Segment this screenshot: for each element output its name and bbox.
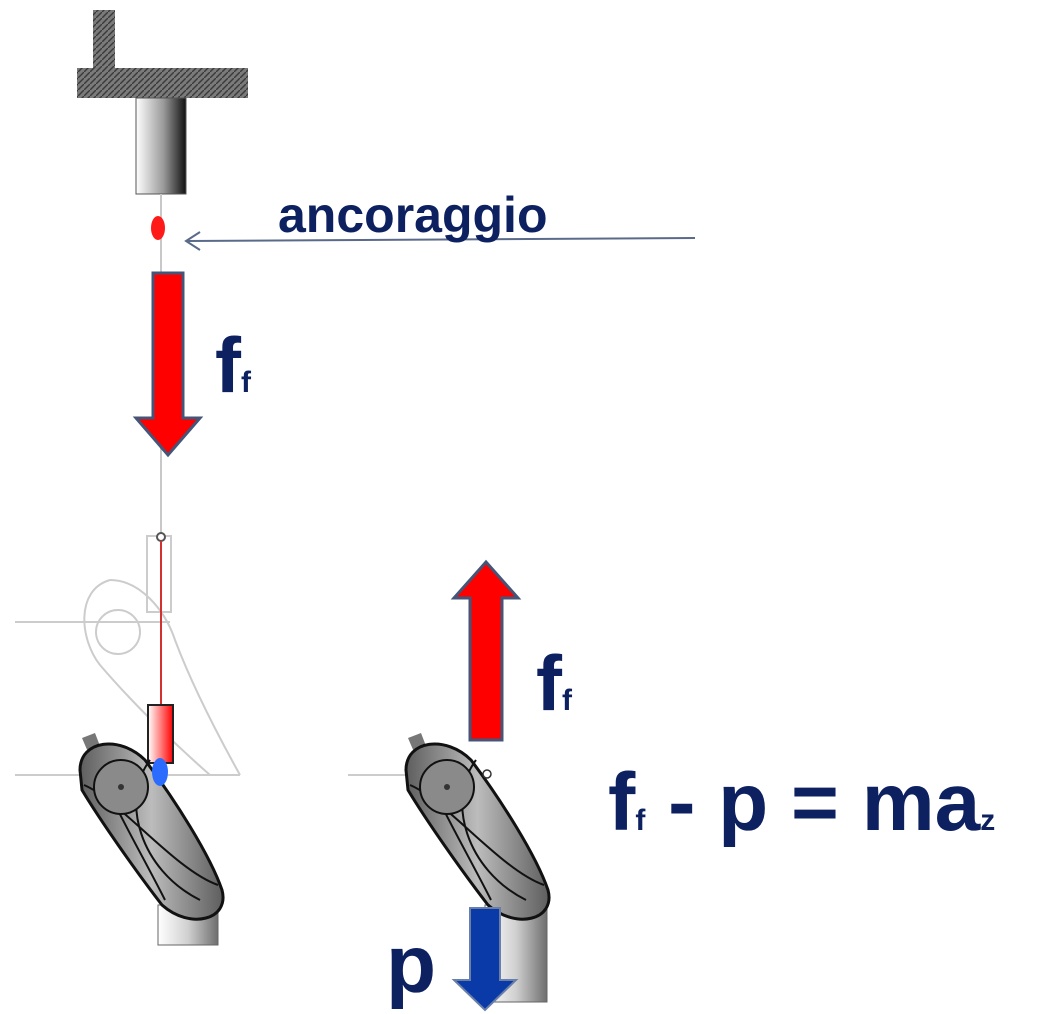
weight-arrow: [451, 907, 519, 1012]
force-label-right: ff: [536, 639, 573, 727]
weight-label: p: [386, 919, 436, 1010]
faded-leg-outline: [15, 535, 241, 776]
contact-point: [152, 758, 168, 786]
spring-attachment: [156, 532, 166, 542]
ceiling-mount: [77, 10, 248, 98]
force-arrow-up: [450, 559, 522, 742]
left-leg: [78, 733, 225, 946]
equation: ff - p = maz: [608, 757, 995, 848]
force-label-top: ff: [215, 321, 252, 409]
anchor-pointer-arrow: [184, 231, 696, 251]
anchor-label: ancoraggio: [278, 187, 547, 243]
anchor-cylinder: [135, 97, 187, 195]
spring: [147, 704, 174, 764]
force-arrow-down: [132, 271, 204, 458]
anchor-point: [151, 216, 165, 240]
